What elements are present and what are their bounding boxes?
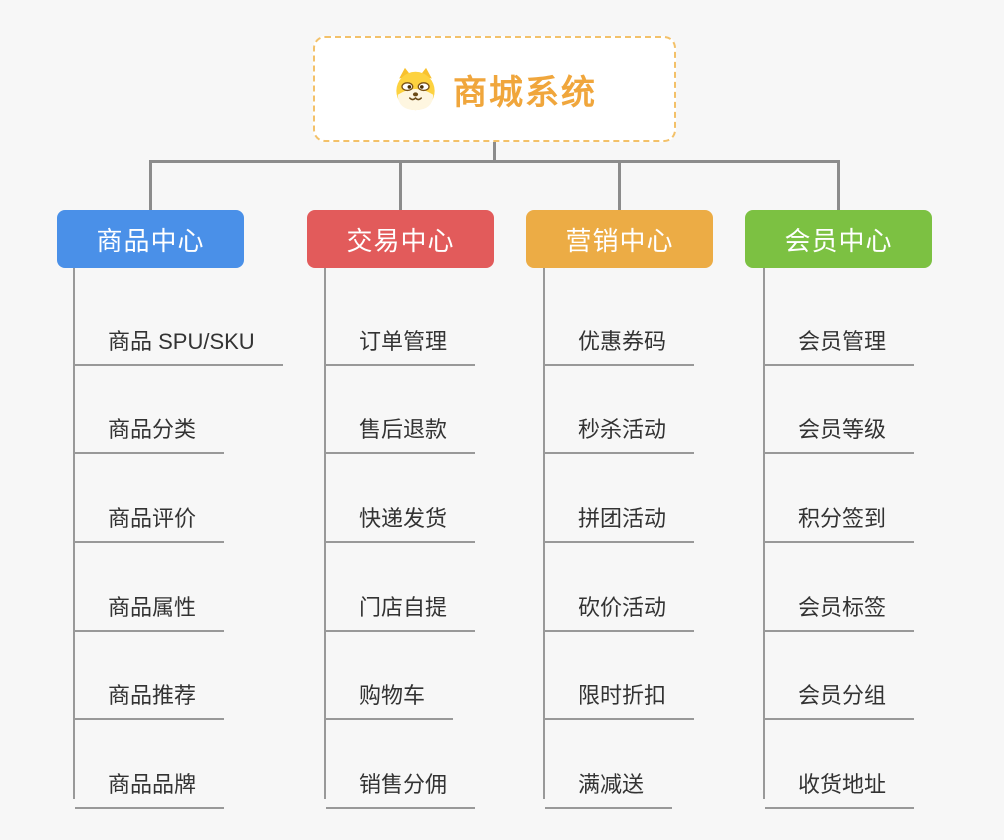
leaf-node[interactable]: 优惠券码 — [545, 312, 695, 366]
leaf-node[interactable]: 销售分佣 — [326, 755, 476, 809]
leaf-label: 快递发货 — [359, 506, 448, 531]
leaf-node[interactable]: 砍价活动 — [545, 578, 695, 632]
leaf-node[interactable]: 会员等级 — [765, 400, 915, 454]
leaf-node[interactable]: 限时折扣 — [545, 666, 695, 720]
leaf-label: 销售分佣 — [359, 772, 448, 797]
leaf-node[interactable]: 会员管理 — [765, 312, 915, 366]
leaf-node[interactable]: 满减送 — [545, 755, 673, 809]
leaf-label: 商品品牌 — [108, 772, 197, 797]
leaf-node[interactable]: 商品推荐 — [75, 666, 225, 720]
connector-stub — [618, 160, 621, 210]
leaf-label: 商品分类 — [108, 417, 197, 442]
leaf-label: 拼团活动 — [578, 506, 667, 531]
leaf-label: 售后退款 — [359, 417, 448, 442]
branch-node-marketing-center[interactable]: 营销中心 — [526, 210, 713, 268]
connector-stub — [837, 160, 840, 210]
leaf-node[interactable]: 订单管理 — [326, 312, 476, 366]
leaf-label: 积分签到 — [798, 506, 887, 531]
leaf-label: 商品 SPU/SKU — [108, 329, 255, 354]
leaf-node[interactable]: 商品品牌 — [75, 755, 225, 809]
branch-node-product-center[interactable]: 商品中心 — [57, 210, 244, 268]
connector-stub — [399, 160, 402, 210]
branch-label: 营销中心 — [565, 225, 674, 256]
leaf-label: 商品推荐 — [108, 683, 197, 708]
leaf-label: 会员分组 — [798, 683, 887, 708]
leaf-node[interactable]: 积分签到 — [765, 489, 915, 543]
root-title: 商城系统 — [453, 73, 597, 112]
leaf-node[interactable]: 拼团活动 — [545, 489, 695, 543]
leaf-node[interactable]: 商品 SPU/SKU — [75, 312, 283, 366]
leaf-label: 订单管理 — [359, 329, 448, 354]
leaf-label: 限时折扣 — [578, 683, 667, 708]
branch-label: 商品中心 — [96, 225, 205, 256]
branch-label: 交易中心 — [346, 225, 455, 256]
leaf-node[interactable]: 商品评价 — [75, 489, 225, 543]
leaf-node[interactable]: 商品属性 — [75, 578, 225, 632]
leaf-node[interactable]: 秒杀活动 — [545, 400, 695, 454]
dog-face-icon — [392, 66, 439, 112]
leaf-label: 门店自提 — [359, 595, 448, 620]
connector-root-drop — [493, 142, 496, 163]
leaf-node[interactable]: 商品分类 — [75, 400, 225, 454]
branch-children-trade: 订单管理 售后退款 快递发货 门店自提 购物车 销售分佣 — [324, 268, 476, 809]
branch-children-product: 商品 SPU/SKU 商品分类 商品评价 商品属性 商品推荐 商品品牌 — [73, 268, 283, 809]
leaf-label: 会员等级 — [798, 417, 887, 442]
branch-children-marketing: 优惠券码 秒杀活动 拼团活动 砍价活动 限时折扣 满减送 — [543, 268, 695, 809]
leaf-node[interactable]: 会员标签 — [765, 578, 915, 632]
leaf-node[interactable]: 会员分组 — [765, 666, 915, 720]
leaf-label: 购物车 — [359, 683, 426, 708]
leaf-label: 收货地址 — [798, 772, 887, 797]
leaf-node[interactable]: 购物车 — [326, 666, 454, 720]
leaf-label: 会员标签 — [798, 595, 887, 620]
branch-label: 会员中心 — [784, 225, 893, 256]
branch-node-member-center[interactable]: 会员中心 — [745, 210, 932, 268]
connector-stub — [149, 160, 152, 210]
leaf-node[interactable]: 门店自提 — [326, 578, 476, 632]
leaf-label: 优惠券码 — [578, 329, 667, 354]
leaf-label: 砍价活动 — [578, 595, 667, 620]
leaf-node[interactable]: 收货地址 — [765, 755, 915, 809]
leaf-label: 商品属性 — [108, 595, 197, 620]
leaf-node[interactable]: 快递发货 — [326, 489, 476, 543]
leaf-label: 满减送 — [578, 772, 645, 797]
leaf-label: 秒杀活动 — [578, 417, 667, 442]
leaf-label: 会员管理 — [798, 329, 887, 354]
leaf-node[interactable]: 售后退款 — [326, 400, 476, 454]
connector-rail — [149, 160, 840, 163]
leaf-label: 商品评价 — [108, 506, 197, 531]
root-node[interactable]: 商城系统 — [313, 36, 676, 142]
branch-node-trade-center[interactable]: 交易中心 — [307, 210, 494, 268]
branch-children-member: 会员管理 会员等级 积分签到 会员标签 会员分组 收货地址 — [763, 268, 915, 809]
